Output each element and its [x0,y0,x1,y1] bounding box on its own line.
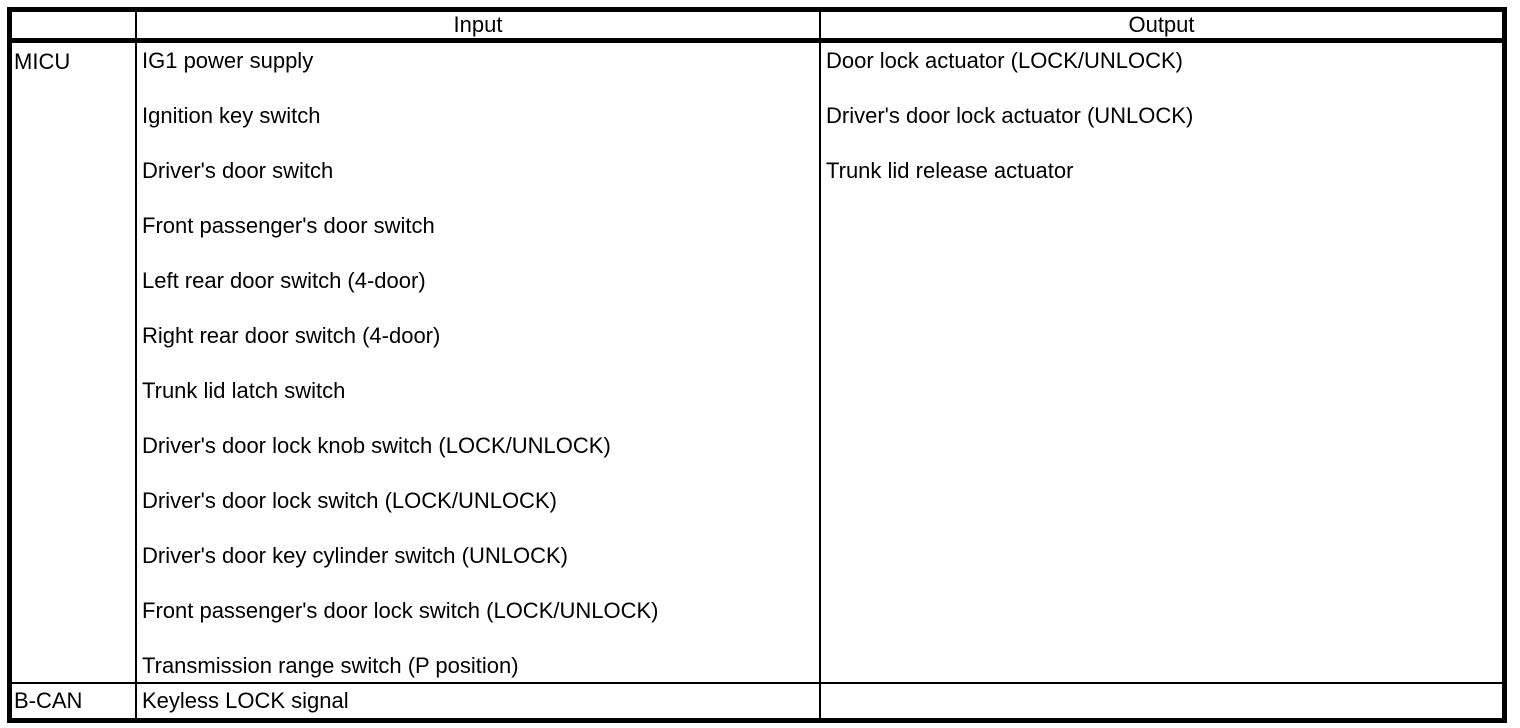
micu-input-item: Transmission range switch (P position) [142,653,519,678]
bcan-output-cell-empty [819,684,1502,718]
micu-input-list-cell: IG1 power supply Ignition key switch Dri… [135,43,819,684]
micu-input-item: Driver's door switch [142,158,334,183]
micu-output-item: Trunk lid release actuator [826,158,1074,183]
bcan-input-item: Keyless LOCK signal [142,688,349,713]
output-column-header: Output [1128,12,1195,37]
micu-input-item: IG1 power supply [142,48,314,73]
micu-label: MICU [14,49,71,74]
source-cell-bcan: B-CAN [12,684,135,718]
micu-output-item: Door lock actuator (LOCK/UNLOCK) [826,48,1183,73]
bcan-input-cell: Keyless LOCK signal [135,684,819,718]
micu-output-item: Driver's door lock actuator (UNLOCK) [826,103,1194,128]
micu-input-item: Driver's door key cylinder switch (UNLOC… [142,543,568,568]
micu-input-item: Trunk lid latch switch [142,378,346,403]
header-output-cell: Output [819,12,1502,43]
micu-input-item: Left rear door switch (4-door) [142,268,426,293]
source-cell-micu: MICU [12,43,135,684]
micu-input-item: Right rear door switch (4-door) [142,323,441,348]
bcan-label: B-CAN [14,688,83,713]
micu-input-item: Ignition key switch [142,103,321,128]
micu-input-item: Front passenger's door lock switch (LOCK… [142,598,659,623]
micu-input-item: Front passenger's door switch [142,213,435,238]
micu-input-item: Driver's door lock switch (LOCK/UNLOCK) [142,488,557,513]
micu-input-output-table: Input Output MICU IG1 power supply Ignit… [7,7,1507,723]
micu-output-list-cell: Door lock actuator (LOCK/UNLOCK) Driver'… [819,43,1502,684]
micu-input-item: Driver's door lock knob switch (LOCK/UNL… [142,433,611,458]
header-source-cell [12,12,135,43]
header-input-cell: Input [135,12,819,43]
input-column-header: Input [453,12,503,37]
